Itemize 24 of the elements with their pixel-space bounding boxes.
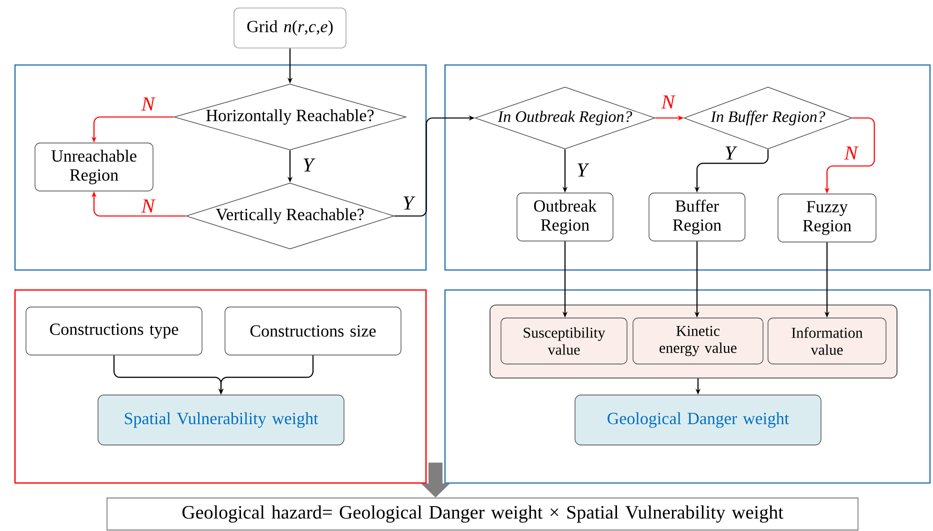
panel-frame — [14, 289, 427, 484]
process-box: Fuzzy Region — [778, 194, 876, 242]
value-box: Kinetic energy value — [632, 318, 764, 364]
weight-box: Geological Danger weight — [574, 394, 822, 446]
process-box: Constructions type — [26, 306, 202, 356]
edge-label: Y — [575, 162, 590, 178]
process-box: Unreachable Region — [34, 142, 154, 192]
value-box: Susceptibility value — [500, 318, 628, 364]
edge-label: Y — [301, 157, 316, 173]
edge-label: N — [140, 198, 156, 214]
process-box: Buffer Region — [648, 192, 746, 242]
edge-label: N — [660, 94, 676, 110]
start-box: Grid n(r,c,e) — [234, 8, 346, 48]
edge-label: Y — [401, 195, 416, 211]
panel-frame — [444, 289, 931, 484]
group-box — [490, 304, 898, 378]
panel-frame — [14, 64, 427, 271]
value-box: Information value — [768, 318, 886, 364]
process-box: Outbreak Region — [516, 192, 614, 242]
formula-box: Geological hazard= Geological Danger weight × Spatial Vulnerability weight — [106, 498, 858, 530]
panel-frame — [444, 64, 931, 271]
edge-label: N — [140, 96, 156, 112]
process-box: Constructions size — [224, 306, 402, 356]
weight-box: Spatial Vulnerability weight — [98, 394, 344, 446]
